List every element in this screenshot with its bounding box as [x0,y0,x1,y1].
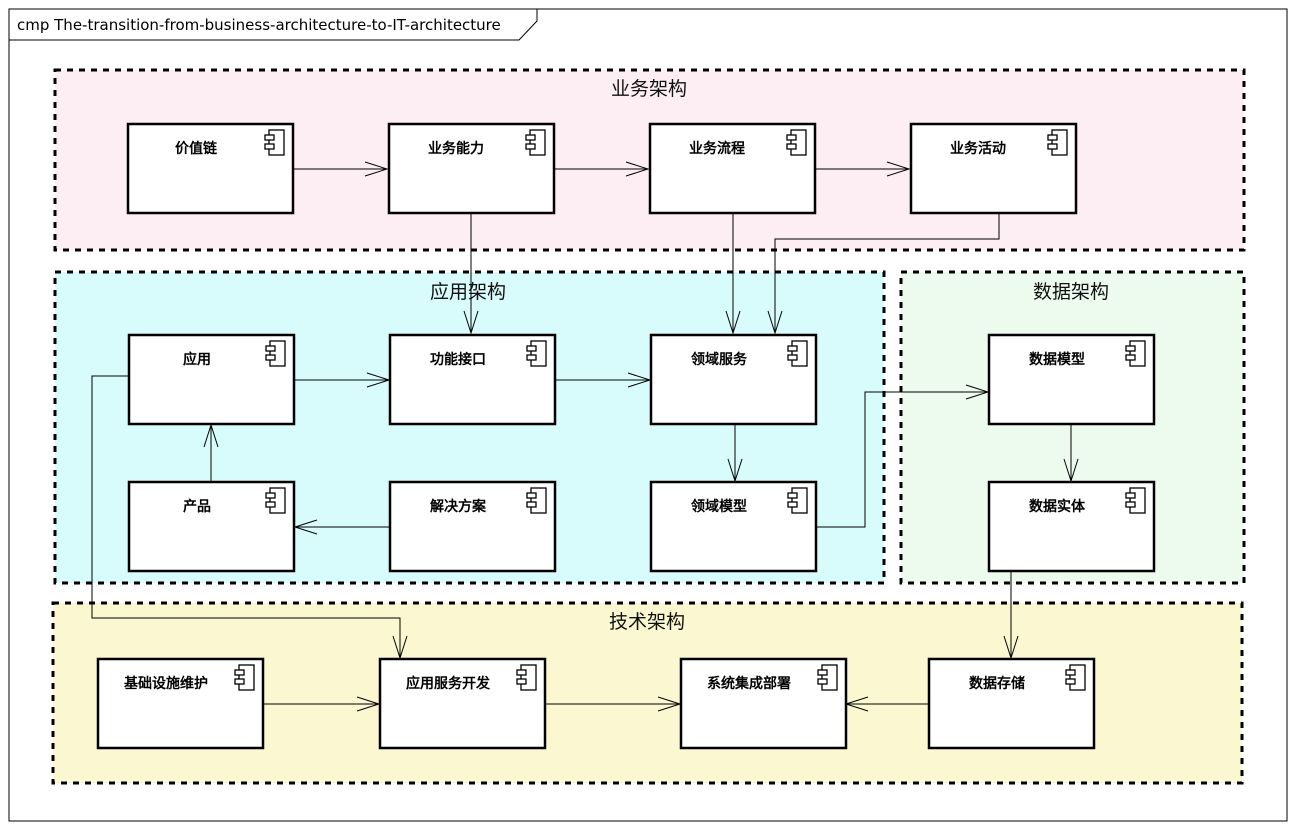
component-icon [787,340,808,367]
component-icon [1047,129,1068,156]
component-label: 业务活动 [950,140,1006,157]
component-icon [525,129,546,156]
connector-value-chain-to-business-capability [293,161,389,177]
component-application[interactable]: 应用 [127,333,296,426]
component-business-process[interactable]: 业务流程 [648,122,817,215]
connector-business-process-to-business-activity [815,161,911,177]
component-label: 基础设施维护 [124,675,208,692]
package-technology-title: 技术架构 [609,611,685,633]
component-label: 价值链 [175,140,218,157]
component-icon [1125,487,1146,514]
connector-business-capability-to-function-interface [463,213,479,335]
component-icon [264,129,285,156]
component-label: 应用 [183,351,211,368]
connector-business-activity-to-domain-service [767,213,1000,335]
frame-title: cmp The-transition-from-business-archite… [17,16,501,34]
component-icon [1125,340,1146,367]
component-icon [516,664,537,691]
component-domain-model[interactable]: 领域模型 [649,480,818,573]
component-label: 应用服务开发 [406,675,491,692]
component-data-model[interactable]: 数据模型 [987,333,1156,426]
component-product[interactable]: 产品 [127,480,296,573]
component-label: 领域模型 [691,498,747,515]
package-business-title: 业务架构 [611,78,687,100]
component-data-entity[interactable]: 数据实体 [987,480,1156,573]
component-app-service-dev[interactable]: 应用服务开发 [378,657,547,750]
component-label: 业务能力 [428,140,484,157]
component-icon [526,487,547,514]
component-icon [234,664,255,691]
component-label: 数据模型 [1029,351,1085,368]
frame-title-tab [9,9,538,41]
component-label: 数据存储 [969,675,1025,692]
component-function-interface[interactable]: 功能接口 [388,333,557,426]
component-icon [786,129,807,156]
component-icon [265,340,286,367]
component-domain-service[interactable]: 领域服务 [649,333,818,426]
component-icon [787,487,808,514]
component-infra-maintenance[interactable]: 基础设施维护 [96,657,265,750]
component-system-integration[interactable]: 系统集成部署 [679,657,848,750]
component-label: 系统集成部署 [707,675,791,692]
package-application-title: 应用架构 [430,281,506,303]
component-icon [1065,664,1086,691]
package-data-title: 数据架构 [1033,281,1109,303]
component-icon [817,664,838,691]
component-label: 数据实体 [1029,498,1086,515]
connector-business-capability-to-business-process [554,161,650,177]
component-business-capability[interactable]: 业务能力 [387,122,556,215]
component-value-chain[interactable]: 价值链 [126,122,295,215]
component-icon [265,487,286,514]
component-data-storage[interactable]: 数据存储 [927,657,1096,750]
component-business-activity[interactable]: 业务活动 [909,122,1078,215]
component-label: 业务流程 [689,140,745,157]
component-label: 解决方案 [430,498,487,515]
component-icon [526,340,547,367]
component-label: 功能接口 [430,351,486,368]
component-solution[interactable]: 解决方案 [388,480,557,573]
connector-business-process-to-domain-service [725,213,741,335]
component-label: 产品 [183,498,211,515]
component-label: 领域服务 [691,351,748,368]
